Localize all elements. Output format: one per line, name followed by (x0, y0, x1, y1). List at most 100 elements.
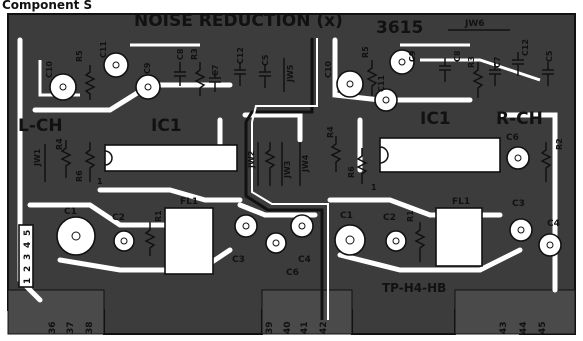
svg-text:1: 1 (371, 183, 377, 192)
svg-text:C1: C1 (340, 211, 353, 221)
resistor-r1-left (144, 222, 156, 256)
svg-text:R1: R1 (406, 210, 415, 222)
edge-pin: 37 (66, 321, 76, 334)
resistor-r6-right (356, 148, 368, 184)
capacitor-c5-right (542, 62, 554, 86)
resistor-r2-right (540, 142, 552, 182)
ic-right-label: IC1 (420, 109, 451, 129)
edge-pin: 43 (499, 321, 509, 334)
svg-text:R5: R5 (75, 50, 84, 62)
svg-text:R4: R4 (326, 126, 335, 138)
filter-fl1-left (164, 207, 214, 275)
board-title: NOISE REDUCTION (x) (134, 11, 343, 31)
svg-text:C8: C8 (453, 50, 462, 62)
svg-text:1: 1 (23, 278, 33, 284)
jumper-jw6-label: JW6 (464, 19, 485, 29)
part-code-label: TP-H4-HB (382, 281, 446, 295)
capacitor-c12-left (234, 62, 246, 86)
center-separator (244, 38, 324, 320)
edge-pin: 39 (265, 321, 275, 334)
svg-text:R6: R6 (75, 170, 84, 182)
svg-text:2: 2 (23, 266, 33, 272)
svg-text:C6: C6 (506, 133, 519, 143)
edge-connector-left (7, 289, 105, 335)
svg-text:C3: C3 (512, 199, 525, 209)
resistor-r5-left (84, 65, 96, 100)
svg-text:R1: R1 (154, 210, 163, 222)
edge-pin-labels: 36 37 38 39 40 41 42 43 44 45 (48, 321, 548, 334)
edge-pin: 45 (538, 321, 548, 334)
center-jumpers: JW2 JW3 JW4 (247, 142, 310, 186)
header-cropped-text: Component S (2, 0, 92, 12)
center-separator-highlight (251, 38, 329, 320)
filter-fl1-right (435, 207, 483, 267)
svg-text:C5: C5 (545, 50, 554, 62)
capacitor-c8-right (439, 58, 451, 82)
connector-5pin: 1 2 3 4 5 (18, 224, 34, 288)
svg-text:R6: R6 (347, 166, 356, 178)
edge-connector-middle (261, 289, 353, 335)
svg-text:C7: C7 (211, 65, 220, 76)
resistor-r5-right (366, 60, 378, 96)
svg-text:C9: C9 (143, 62, 152, 74)
svg-text:R3: R3 (190, 48, 199, 60)
svg-text:C9: C9 (408, 50, 417, 62)
edge-pin: 42 (319, 321, 329, 334)
svg-text:JW5: JW5 (286, 64, 295, 83)
svg-text:C12: C12 (236, 47, 245, 64)
svg-text:3: 3 (23, 254, 33, 260)
svg-text:C4: C4 (547, 219, 560, 229)
edge-pin: 44 (519, 321, 529, 334)
edge-pin: 41 (300, 321, 310, 334)
pcb-traces (17, 37, 558, 303)
resistor-r4-right (330, 136, 342, 172)
board-model: 3615 (376, 18, 423, 38)
edge-pin: 36 (48, 321, 58, 334)
right-channel-label: R-CH (496, 109, 543, 129)
svg-text:C2: C2 (112, 213, 125, 223)
svg-text:R5: R5 (361, 46, 370, 58)
capacitor-c5-left (259, 64, 271, 88)
svg-text:C8: C8 (176, 48, 185, 60)
svg-text:C7: C7 (493, 57, 502, 68)
svg-text:C10: C10 (45, 61, 54, 78)
svg-text:R2: R2 (555, 138, 564, 150)
svg-text:FL1: FL1 (180, 197, 198, 207)
svg-text:4: 4 (23, 242, 33, 248)
edge-pin: 40 (283, 321, 293, 334)
svg-text:C2: C2 (383, 213, 396, 223)
svg-text:C11: C11 (99, 41, 108, 58)
svg-text:C4: C4 (298, 255, 311, 265)
right-channel-section: C10 R5 C11 C9 C8 R3 C7 C12 C5 IC1 R4 (324, 39, 564, 267)
svg-text:1: 1 (97, 177, 103, 186)
resistor-r6-left (84, 142, 96, 182)
left-channel-label: L-CH (18, 116, 63, 136)
ic-left (104, 144, 238, 172)
left-channel-section: C10 R5 C11 C9 C8 R3 C7 C12 C5 JW5 IC1 (33, 41, 314, 278)
svg-text:C10: C10 (324, 61, 333, 78)
svg-text:R4: R4 (55, 138, 64, 150)
svg-text:JW3: JW3 (283, 161, 292, 179)
svg-text:C12: C12 (521, 39, 530, 56)
capacitor-c7-right (489, 62, 501, 86)
svg-text:JW1: JW1 (33, 148, 42, 167)
svg-text:C3: C3 (232, 255, 245, 265)
ic-left-label: IC1 (151, 116, 182, 136)
svg-text:C1: C1 (64, 207, 77, 217)
resistor-r1-right (414, 222, 426, 262)
capacitor-c7-left (209, 70, 221, 92)
svg-text:C5: C5 (261, 54, 270, 66)
resistor-r3-right (472, 62, 484, 98)
ic-right (379, 137, 501, 173)
edge-pin: 38 (85, 321, 95, 334)
svg-text:FL1: FL1 (452, 197, 470, 207)
svg-text:C6: C6 (286, 268, 299, 278)
svg-text:R3: R3 (467, 56, 476, 68)
capacitor-c12-right (512, 52, 524, 76)
svg-text:JW2: JW2 (247, 151, 256, 169)
svg-text:5: 5 (23, 230, 33, 236)
resistor-r4-left (60, 140, 72, 178)
resistor-r3-left (194, 62, 206, 96)
svg-text:C11: C11 (377, 75, 386, 92)
